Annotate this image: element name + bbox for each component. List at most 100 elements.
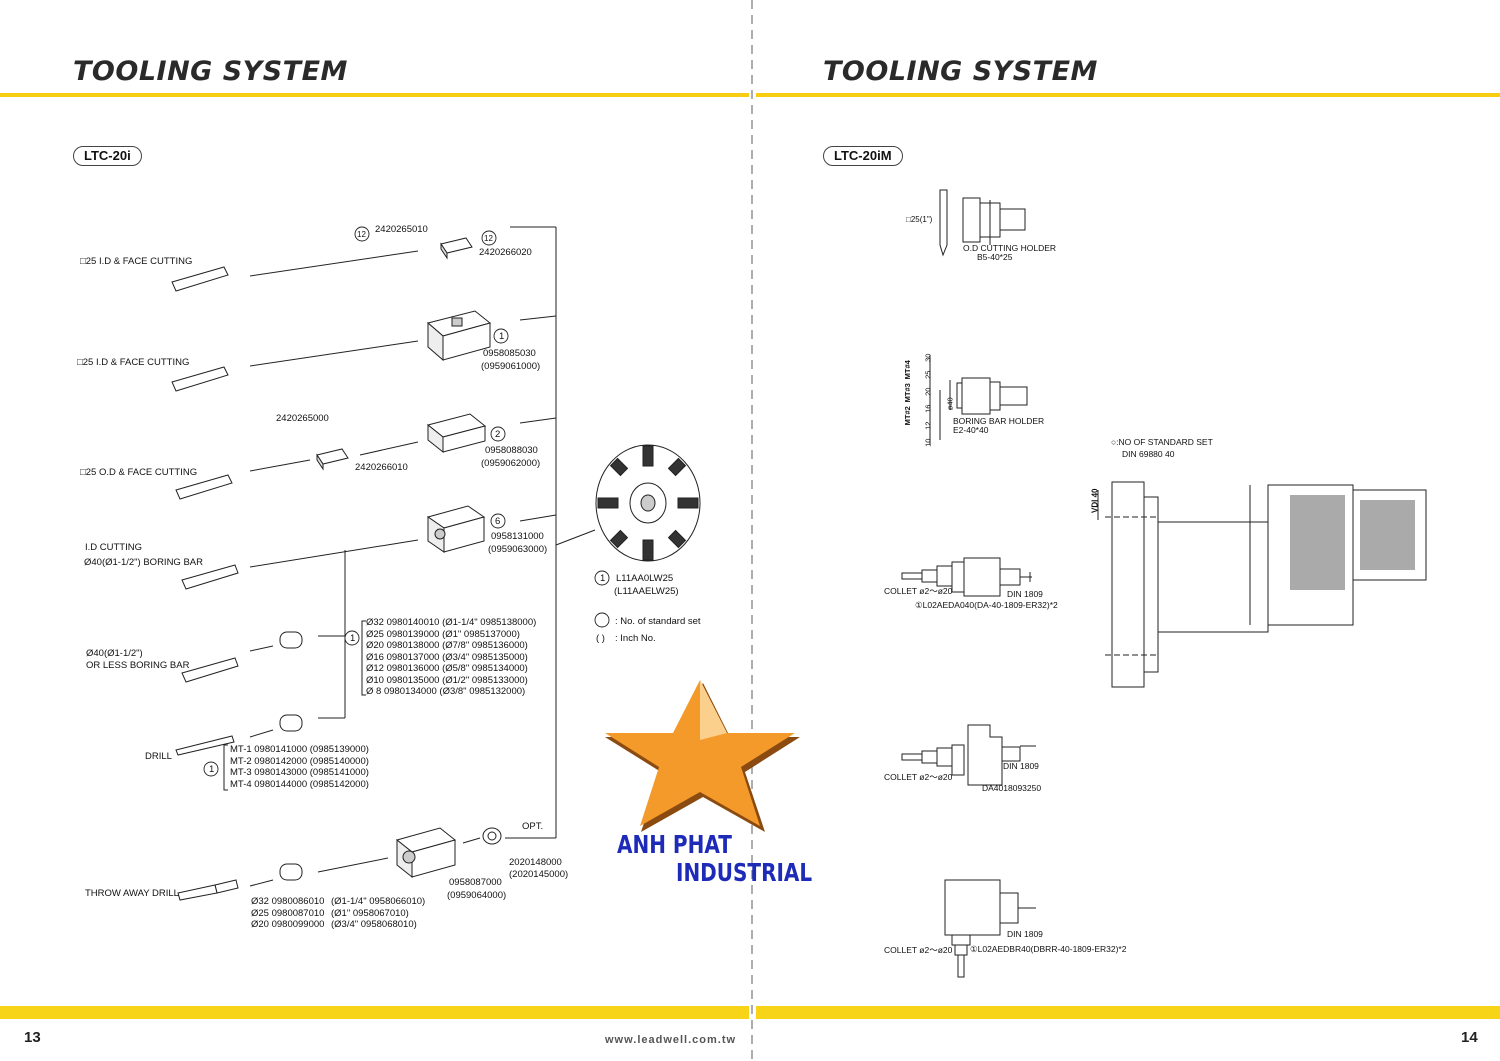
sleeve-list: Ø32 0980140010 (Ø1-1/4" 0985138000) Ø25 … [366,617,536,698]
label-code-2: DA4018093250 [982,783,1042,793]
drill-sleeve-item: MT-1 0980141000 (0985139000) [230,744,369,755]
label-id-face-cutting-2: □25 I.D & FACE CUTTING [77,357,190,368]
label-collet-2: COLLET ø2～ø20 [884,772,953,782]
label-od-holder-code: B5-40*25 [977,252,1013,262]
right-page-number: 14 [1461,1029,1478,1046]
throw-sleeve-item: Ø20 0980099000 [251,919,325,930]
label-collet-3: COLLET ø2～ø20 [884,945,953,955]
label-code-3: ①L02AEDBR40(DBRR-40-1809-ER32)*2 [970,944,1127,954]
throw-inch-item: (Ø1-1/4" 0958066010) [331,896,426,907]
label-din-std: DIN 69880 40 [1122,449,1175,459]
label-bore-size: 12 [923,421,933,430]
left-footer-rule [0,1006,749,1019]
label-bore-size: 16 [923,404,933,413]
right-footer-rule [756,1006,1500,1019]
sleeve-item: Ø12 0980136000 (Ø5/8" 0985134000) [366,663,528,674]
sleeve-item: Ø25 0980139000 (Ø1" 0985137000) [366,628,520,640]
turret-code-inch: (L11AAELW25) [614,586,679,597]
label-boring-holder-code: E2-40*40 [953,425,989,435]
part-code-inch: (0959063000) [488,544,548,555]
part-qty: 1 [350,633,356,644]
label-boring-bar: Ø40(Ø1-1/2") BORING BAR [84,557,203,568]
throw-sleeve-item: Ø25 0980087010 [251,907,325,919]
throw-sleeve-item: Ø32 0980086010 [251,896,325,907]
drill-sleeve-item: MT-4 0980144000 (0985142000) [230,778,369,790]
label-std-set: ○:NO OF STANDARD SET [1111,437,1213,447]
label-boring-holder: BORING BAR HOLDER [953,416,1045,426]
throw-inch-list: (Ø1-1/4" 0958066010) (Ø1" 0958067010) (Ø… [331,896,425,931]
part-qty: 1 [600,573,606,584]
legend-standard-set: : No. of standard set [615,616,701,627]
left-page-number: 13 [24,1029,41,1046]
left-page-header: TOOLING SYSTEM [73,56,348,87]
part-code-inch: (0959062000) [481,458,541,469]
sleeve-item: Ø 8 0980134000 (Ø3/8" 0985132000) [366,686,526,697]
label-code-1: ①L02AEDA040(DA-40-1809-ER32)*2 [915,600,1058,610]
label-opt: OPT. [522,821,544,832]
part-code: 2420266010 [355,462,408,473]
part-code-inch: (0959061000) [481,361,541,372]
sleeve-item: Ø16 0980137000 (Ø3/4" 0985135000) [366,651,528,663]
label-id-face-cutting-1: □25 I.D & FACE CUTTING [80,256,193,267]
label-mt: MT#3 [902,383,912,403]
part-code: 0958087000 [449,877,502,888]
sleeve-item: Ø32 0980140010 (Ø1-1/4" 0985138000) [366,617,537,628]
label-din-1: DIN 1809 [1007,589,1043,599]
drill-sleeve-item: MT-2 0980142000 (0985140000) [230,755,369,767]
left-header-rule [0,93,749,97]
label-less-boring-2: OR LESS BORING BAR [86,660,190,671]
label-throw-away-drill: THROW AWAY DRILL [85,888,179,899]
part-code-inch: (2020145000) [509,869,569,880]
right-page-header: TOOLING SYSTEM [823,56,1098,87]
part-qty: 6 [495,516,501,527]
legend-inch: : Inch No. [615,633,656,644]
label-less-boring-1: Ø40(Ø1-1/2") [86,648,143,659]
right-model-badge: LTC-20iM [823,146,903,166]
part-code: 2420266020 [479,247,532,258]
part-code-inch: (0959064000) [447,890,507,901]
label-drill: DRILL [145,751,172,762]
watermark-line-2: INDUSTRIAL [676,858,813,887]
watermark-line-1: ANH PHAT [617,830,732,859]
drill-sleeve-item: MT-3 0980143000 (0985141000) [230,767,369,778]
part-code: 0958088030 [485,445,538,456]
left-model-badge: LTC-20i [73,146,142,166]
part-qty: 12 [357,230,366,239]
label-od-holder: O.D CUTTING HOLDER [963,243,1057,253]
label-bore-size: 30 [923,353,933,362]
label-mt: MT#4 [902,360,912,380]
label-bore-size: 10 [923,438,933,447]
throw-inch-item: (Ø3/4" 0958068010) [331,919,417,930]
throw-inch-item: (Ø1" 0958067010) [331,907,409,919]
part-code: 2020148000 [509,857,562,868]
part-qty: 12 [484,234,493,243]
drill-sleeve-list: MT-1 0980141000 (0985139000) MT-2 098014… [230,744,369,790]
part-code: 0958131000 [491,531,544,542]
part-code: 0958085030 [483,348,536,359]
sleeve-item: Ø20 0980138000 (Ø7/8" 0985136000) [366,640,528,651]
label-vdi: VDI 40 [1090,488,1100,513]
part-qty: 1 [499,331,505,342]
part-qty: 2 [495,429,501,440]
part-code: 2420265000 [276,413,329,424]
label-bore-size: 25 [923,370,933,379]
label-mt: MT#2 [902,406,912,426]
website-link[interactable]: www.leadwell.com.tw [605,1034,737,1046]
right-header-rule [756,93,1500,97]
turret-code: L11AA0LW25 [616,573,674,584]
label-collet-1: COLLET ø2～ø20 [884,586,953,596]
label-bore-size: 20 [923,387,933,396]
label-od-face-cutting: □25 O.D & FACE CUTTING [80,467,198,478]
label-id-cutting: I.D CUTTING [85,542,142,553]
label-din-3: DIN 1809 [1007,929,1043,939]
legend-inch-symbol: ( ) [596,633,605,644]
sleeve-item: Ø10 0980135000 (Ø1/2" 0985133000) [366,674,528,686]
part-code: 2420265010 [375,224,428,235]
watermark-star-icon [605,680,800,832]
label-bore-dia: ø40 [945,397,955,411]
label-od-size: □25(1") [906,215,933,224]
part-qty: 1 [209,764,215,775]
label-din-2: DIN 1809 [1003,761,1039,771]
throw-sleeve-list: Ø32 0980086010 Ø25 0980087010 Ø20 098009… [251,896,324,931]
